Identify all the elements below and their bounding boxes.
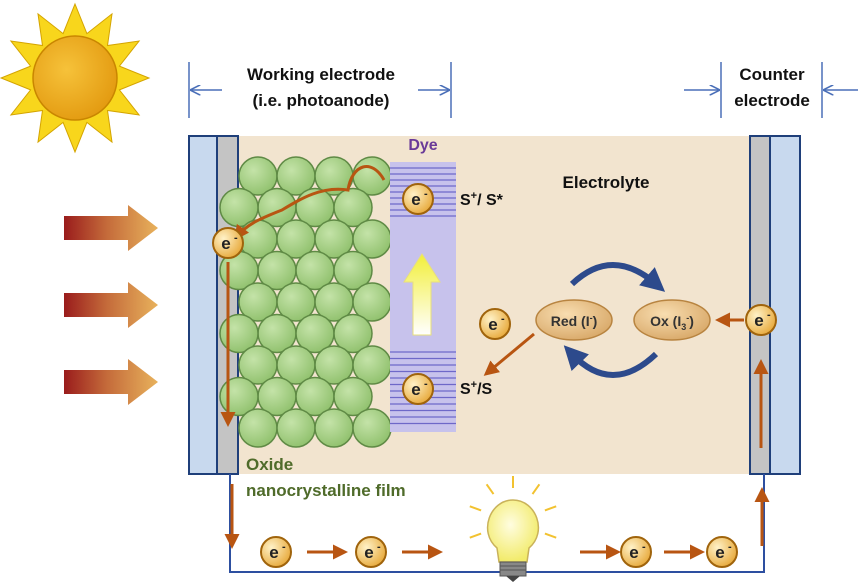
regeneration-arrow xyxy=(483,332,535,376)
electron-symbol: e xyxy=(269,543,278,562)
electron-circuit: e- xyxy=(706,536,738,568)
tio2-nanoparticles xyxy=(219,156,392,448)
red-label: Red (I xyxy=(551,313,590,329)
electron-charge: - xyxy=(728,541,732,553)
ground-state-rest: /S xyxy=(477,381,492,398)
electron-charge: - xyxy=(501,313,505,325)
dimension-lines xyxy=(188,62,858,118)
excitation-arrow xyxy=(403,253,441,336)
ox-label-sub: 3 xyxy=(681,322,686,332)
electrolyte-label: Electrolyte xyxy=(563,173,650,192)
electron-charge: - xyxy=(282,541,286,553)
working-electrode-label-line2: (i.e. photoanode) xyxy=(253,91,390,110)
electron-charge: - xyxy=(234,232,238,244)
ox-label: Ox (I xyxy=(650,313,681,329)
electron-injected: e- xyxy=(212,227,244,259)
electron-circle xyxy=(706,536,738,568)
electron-circuit: e- xyxy=(620,536,652,568)
injection-path xyxy=(234,165,386,241)
electron-symbol: e xyxy=(754,311,763,330)
incident-light-arrow-icon xyxy=(64,282,158,328)
excited-state-rest: / S* xyxy=(477,192,504,209)
electron-excited: e- xyxy=(402,183,434,215)
ground-state-label: S+/S xyxy=(460,379,493,398)
counter-electrode-label-line2: electrode xyxy=(734,91,810,110)
tio2-particle xyxy=(333,250,373,291)
electron-circle xyxy=(402,373,434,405)
electron-circuit: e- xyxy=(260,536,292,568)
excited-state-base: S xyxy=(460,192,471,209)
excited-state-sup: + xyxy=(471,190,477,202)
incident-light-arrows xyxy=(64,205,158,405)
electron-charge: - xyxy=(424,378,428,390)
tio2-particle xyxy=(333,187,373,228)
electrons: e-e-e-e-e-e-e-e-e- xyxy=(212,183,777,568)
counter-electrode-label-line1: Counter xyxy=(739,65,805,84)
tio2-particle xyxy=(276,408,316,448)
excited-state-label: S+/ S* xyxy=(460,190,504,209)
circuit-arrows xyxy=(224,484,770,560)
working-electrode xyxy=(188,135,239,475)
bulb-ray xyxy=(469,532,482,539)
electron-counter: e- xyxy=(745,304,777,336)
ox-species: Ox (I3-) xyxy=(633,299,711,341)
external-circuit-wire xyxy=(229,474,765,573)
svg-text:Red (I-): Red (I-) xyxy=(551,313,598,329)
electron-symbol: e xyxy=(411,190,420,209)
ground-state-base: S xyxy=(460,381,471,398)
dye-label: Dye xyxy=(408,137,437,154)
electron-circle xyxy=(402,183,434,215)
bulb-ray xyxy=(485,483,495,495)
ox-label-sup: - xyxy=(686,313,689,323)
electron-circle xyxy=(260,536,292,568)
incident-light-arrow-icon xyxy=(64,359,158,405)
tio2-particle xyxy=(333,313,373,354)
electron-charge: - xyxy=(767,309,771,321)
tio2-particle xyxy=(352,408,392,448)
oxide-label-line1: Oxide xyxy=(246,455,293,474)
redox-cycle xyxy=(563,262,666,378)
red-label-sup: - xyxy=(590,313,593,323)
electron-circle xyxy=(355,536,387,568)
electron-circle xyxy=(479,308,511,340)
oxide-label-line2: nanocrystalline film xyxy=(246,481,406,500)
counter-electrode xyxy=(749,135,801,475)
ox-label-end: ) xyxy=(689,313,694,329)
electron-symbol: e xyxy=(221,234,230,253)
tio2-particle xyxy=(333,376,373,417)
bulb-ray xyxy=(531,483,541,495)
bulb-ray xyxy=(544,532,557,539)
electron-circle xyxy=(620,536,652,568)
bulb-ray xyxy=(469,505,482,512)
red-species: Red (I-) xyxy=(535,299,613,341)
ground-state-sup: + xyxy=(471,379,477,391)
electron-symbol: e xyxy=(629,543,638,562)
electron-symbol: e xyxy=(715,543,724,562)
working-electrode-label-line1: Working electrode xyxy=(247,65,395,84)
svg-text:Ox (I3-): Ox (I3-) xyxy=(650,313,694,332)
electron-ground: e- xyxy=(402,373,434,405)
electron-charge: - xyxy=(642,541,646,553)
electron-circuit: e- xyxy=(355,536,387,568)
electron-charge: - xyxy=(424,188,428,200)
tio2-particle xyxy=(238,408,278,448)
tio2-particle xyxy=(314,408,354,448)
electron-circle xyxy=(212,227,244,259)
bulb-ray xyxy=(544,505,557,512)
sun-icon xyxy=(0,2,151,154)
red-label-end: ) xyxy=(593,313,598,329)
electron-symbol: e xyxy=(411,380,420,399)
incident-light-arrow-icon xyxy=(64,205,158,251)
electron-symbol: e xyxy=(364,543,373,562)
electron-charge: - xyxy=(377,541,381,553)
electron-circle xyxy=(745,304,777,336)
light-bulb-icon xyxy=(469,476,557,582)
electron-regeneration: e- xyxy=(479,308,511,340)
electron-symbol: e xyxy=(488,315,497,334)
